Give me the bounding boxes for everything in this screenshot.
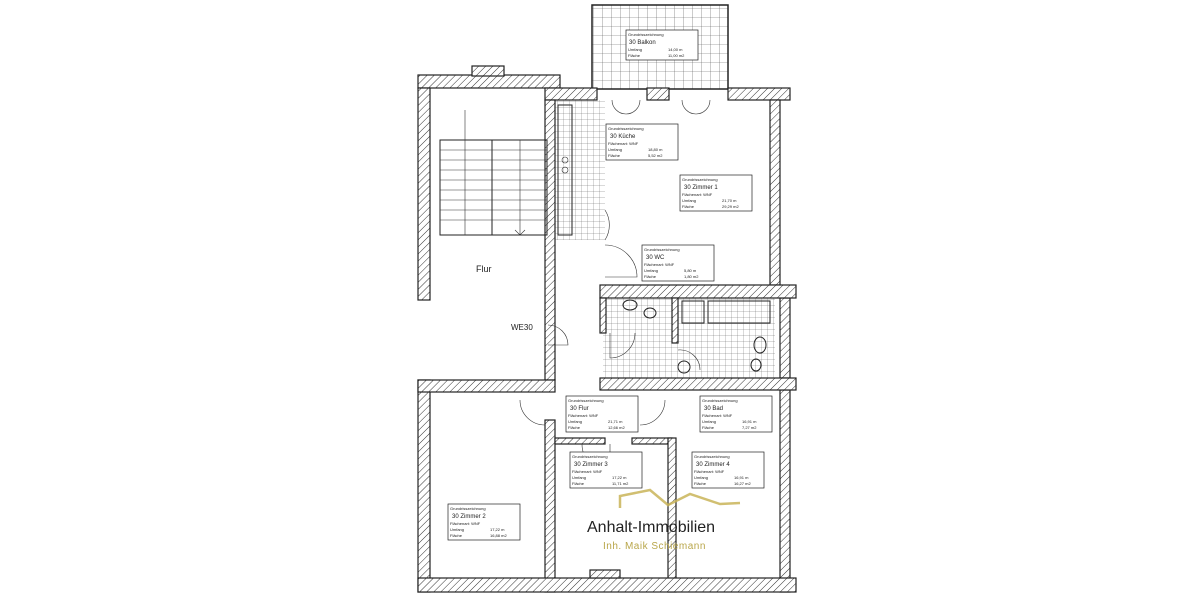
svg-text:Flächenart: WNF: Flächenart: WNF <box>450 521 481 526</box>
svg-text:17,22 m: 17,22 m <box>612 475 627 480</box>
svg-text:Umfang: Umfang <box>682 198 696 203</box>
svg-text:Fläche: Fläche <box>694 481 707 486</box>
svg-text:Fläche: Fläche <box>644 274 657 279</box>
svg-text:Grundrisszeichnung: Grundrisszeichnung <box>608 126 644 131</box>
room-label-kueche: Grundrisszeichnung 30 Küche Flächenart: … <box>605 123 679 161</box>
walls <box>417 65 797 593</box>
svg-text:1,80 m2: 1,80 m2 <box>684 274 699 279</box>
svg-text:Flächenart: WNF: Flächenart: WNF <box>644 262 675 267</box>
room-label-bad: Grundrisszeichnung 30 Bad Flächenart: WN… <box>699 395 773 433</box>
svg-text:Grundrisszeichnung: Grundrisszeichnung <box>628 32 664 37</box>
svg-text:Grundrisszeichnung: Grundrisszeichnung <box>568 398 604 403</box>
svg-text:30 Zimmer 3: 30 Zimmer 3 <box>574 462 608 468</box>
svg-text:30 Flur: 30 Flur <box>570 406 589 412</box>
svg-text:5,80 m: 5,80 m <box>684 268 697 273</box>
svg-text:Fläche: Fläche <box>702 425 715 430</box>
svg-text:18,80 m: 18,80 m <box>648 147 663 152</box>
svg-text:Umfang: Umfang <box>702 419 716 424</box>
svg-text:30 Balkon: 30 Balkon <box>629 40 656 46</box>
svg-text:Flächenart: WNF: Flächenart: WNF <box>568 413 599 418</box>
svg-text:Grundrisszeichnung: Grundrisszeichnung <box>694 454 730 459</box>
fixtures <box>557 104 771 374</box>
room-label-zimmer-3: Grundrisszeichnung 30 Zimmer 3 Flächenar… <box>569 451 643 489</box>
svg-text:11,71 m2: 11,71 m2 <box>612 481 629 486</box>
svg-text:Fläche: Fläche <box>568 425 581 430</box>
logo-owner: Inh. Maik Schiemann <box>603 541 706 552</box>
svg-text:21,71 m: 21,71 m <box>608 419 623 424</box>
svg-text:Grundrisszeichnung: Grundrisszeichnung <box>682 177 718 182</box>
svg-text:Grundrisszeichnung: Grundrisszeichnung <box>702 398 738 403</box>
svg-text:30 Küche: 30 Küche <box>610 134 636 140</box>
kitchen-tiles <box>555 100 605 240</box>
bathtub <box>707 300 771 324</box>
svg-text:Umfang: Umfang <box>694 475 708 480</box>
svg-text:Flächenart: WNF: Flächenart: WNF <box>694 469 725 474</box>
svg-text:Fläche: Fläche <box>682 204 695 209</box>
svg-text:16,91 m: 16,91 m <box>742 419 757 424</box>
svg-text:12,66 m2: 12,66 m2 <box>608 425 625 430</box>
svg-text:30 Zimmer 2: 30 Zimmer 2 <box>452 514 486 520</box>
svg-text:16,88 m2: 16,88 m2 <box>490 533 507 538</box>
svg-text:Umfang: Umfang <box>568 419 582 424</box>
unit-label: WE30 <box>511 323 533 332</box>
svg-text:Flächenart: WNF: Flächenart: WNF <box>572 469 603 474</box>
room-label-zimmer-4: Grundrisszeichnung 30 Zimmer 4 Flächenar… <box>691 451 765 489</box>
svg-text:7,27 m2: 7,27 m2 <box>742 425 757 430</box>
room-label-zimmer-2: Grundrisszeichnung 30 Zimmer 2 Flächenar… <box>447 503 521 541</box>
room-label-zimmer-1: Grundrisszeichnung 30 Zimmer 1 Flächenar… <box>679 174 753 212</box>
svg-text:Fläche: Fläche <box>450 533 463 538</box>
svg-text:30 Zimmer 1: 30 Zimmer 1 <box>684 185 718 191</box>
svg-text:14,00 m: 14,00 m <box>668 47 683 52</box>
svg-text:16,27 m2: 16,27 m2 <box>734 481 751 486</box>
staircase <box>439 110 548 236</box>
svg-text:Grundrisszeichnung: Grundrisszeichnung <box>644 247 680 252</box>
svg-text:Fläche: Fläche <box>608 153 621 158</box>
logo-name: Anhalt-Immobilien <box>587 519 715 536</box>
room-label-flur: Grundrisszeichnung 30 Flur Flächenart: W… <box>565 395 639 433</box>
svg-text:Flächenart: WNF: Flächenart: WNF <box>608 141 639 146</box>
svg-text:Flächenart: WNF: Flächenart: WNF <box>702 413 733 418</box>
svg-text:30 WC: 30 WC <box>646 255 665 261</box>
svg-text:29,29 m2: 29,29 m2 <box>722 204 739 209</box>
room-label-balkon: Grundrisszeichnung 30 Balkon Umfang 14,00… <box>625 29 699 61</box>
svg-text:5,52 m2: 5,52 m2 <box>648 153 663 158</box>
svg-text:Fläche: Fläche <box>628 53 641 58</box>
svg-text:30 Bad: 30 Bad <box>704 406 723 412</box>
svg-text:Umfang: Umfang <box>628 47 642 52</box>
svg-text:Fläche: Fläche <box>572 481 585 486</box>
svg-text:16,91 m: 16,91 m <box>734 475 749 480</box>
svg-text:Umfang: Umfang <box>644 268 658 273</box>
svg-text:21,70 m: 21,70 m <box>722 198 737 203</box>
room-label-wc: Grundrisszeichnung 30 WC Flächenart: WNF… <box>641 244 715 282</box>
svg-text:Grundrisszeichnung: Grundrisszeichnung <box>572 454 608 459</box>
svg-text:Umfang: Umfang <box>450 527 464 532</box>
svg-text:30 Zimmer 4: 30 Zimmer 4 <box>696 462 730 468</box>
svg-text:Umfang: Umfang <box>572 475 586 480</box>
svg-text:Grundrisszeichnung: Grundrisszeichnung <box>450 506 486 511</box>
svg-text:11,00 m2: 11,00 m2 <box>668 53 685 58</box>
company-logo: Anhalt-Immobilien Inh. Maik Schiemann <box>587 488 741 552</box>
svg-text:Umfang: Umfang <box>608 147 622 152</box>
roof-icon <box>618 488 741 508</box>
stair-label: Flur <box>476 264 492 274</box>
svg-text:Flächenart: WNF: Flächenart: WNF <box>682 192 713 197</box>
svg-text:17,22 m: 17,22 m <box>490 527 505 532</box>
